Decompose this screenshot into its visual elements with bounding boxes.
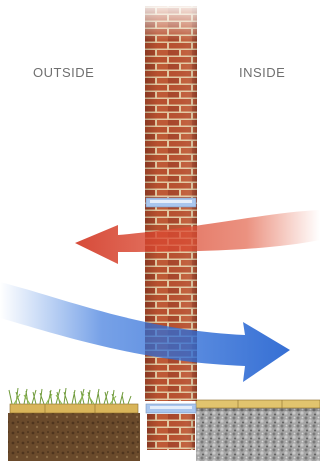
warm-air-arrow [75, 210, 320, 264]
outside-paving [10, 404, 138, 413]
wall-top-fade [145, 0, 197, 40]
inside-label: INSIDE [239, 65, 285, 80]
gravel-block [196, 407, 320, 461]
soil-block [8, 413, 140, 461]
outside-label: OUTSIDE [33, 65, 94, 80]
brick-wall [145, 0, 197, 450]
foundation-shading [147, 414, 195, 450]
grass [9, 388, 131, 404]
inside-floor [196, 400, 320, 408]
